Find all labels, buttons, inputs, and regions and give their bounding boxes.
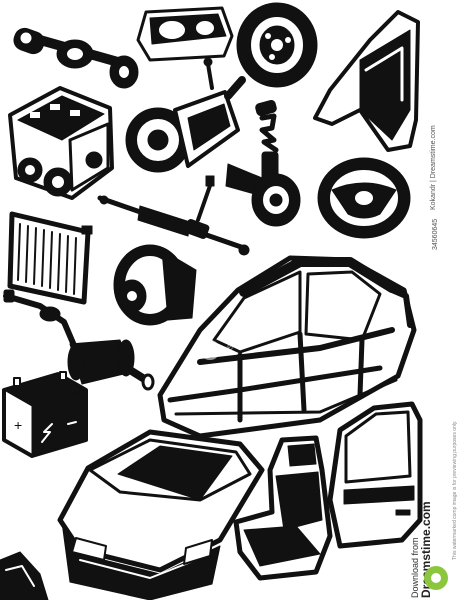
steering-rack-icon	[97, 175, 250, 256]
steering-wheel-icon	[317, 157, 411, 239]
partial-part-icon	[0, 551, 49, 600]
tire-icon	[236, 2, 318, 88]
battery-icon: +	[2, 371, 88, 458]
radiator-icon	[7, 211, 93, 305]
car-seat-icon	[233, 435, 333, 581]
preview-notice-text: This watermarked comp image is for previ…	[452, 420, 458, 560]
gearbox-icon	[125, 57, 246, 173]
brake-disc-icon	[113, 244, 197, 326]
car-hood-front-icon	[57, 429, 265, 600]
headlight-icon	[136, 6, 234, 62]
exhaust-muffler-icon	[3, 289, 155, 391]
car-door-icon	[327, 401, 423, 549]
car-body-frame-icon	[157, 255, 417, 439]
svg-text:+: +	[14, 417, 22, 433]
shock-absorber-icon	[225, 100, 301, 227]
dreamstime-logo-icon	[424, 566, 448, 590]
engine-icon	[8, 86, 114, 200]
fender-icon	[313, 10, 420, 152]
author-text: Kokandr | Dreamstime.com	[430, 125, 437, 210]
rear-axle-icon	[13, 27, 139, 89]
